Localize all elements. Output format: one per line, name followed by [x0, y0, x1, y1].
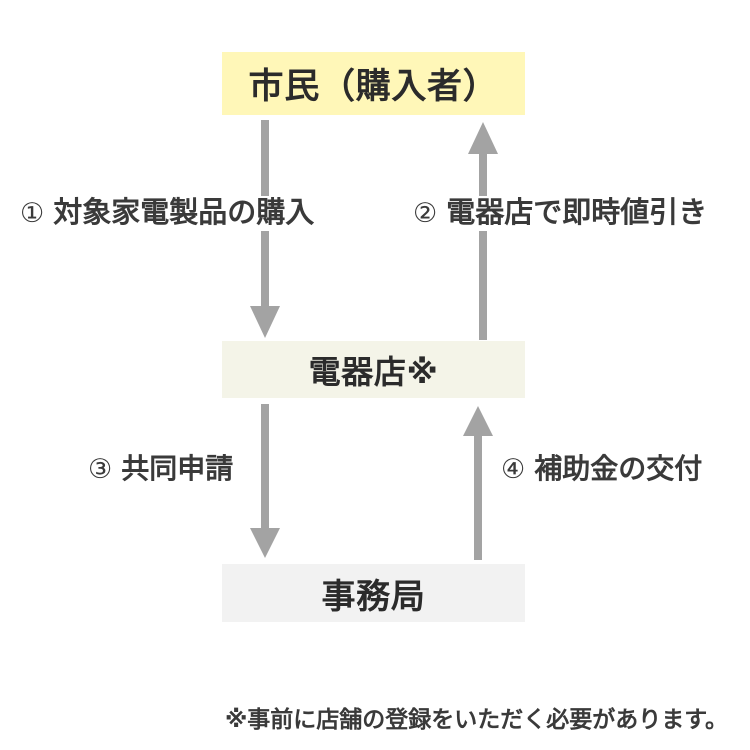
- node-office: 事務局: [222, 564, 525, 622]
- arrow-label-instant-discount: ② 電器店で即時値引き: [411, 196, 710, 231]
- arrow-label-purchase-number: ①: [20, 198, 45, 229]
- arrow-up-subsidy-grant: [462, 404, 494, 560]
- arrow-label-purchase-text: 対象家電製品の購入: [53, 197, 315, 229]
- node-office-label: 事務局: [321, 577, 426, 616]
- arrow-down-joint-application: [249, 404, 281, 560]
- arrow-label-subsidy-grant: ④ 補助金の交付: [499, 452, 705, 486]
- arrow-label-joint-application-text: 共同申請: [121, 453, 234, 484]
- arrow-label-joint-application: ③ 共同申請: [86, 452, 236, 486]
- arrow-label-joint-application-number: ③: [88, 454, 113, 485]
- arrow-label-subsidy-grant-number: ④: [501, 454, 526, 485]
- node-shop: 電器店※: [222, 341, 525, 398]
- arrow-label-instant-discount-number: ②: [413, 198, 438, 229]
- arrow-label-instant-discount-text: 電器店で即時値引き: [446, 197, 708, 229]
- footnote-store-registration: ※事前に店舗の登録をいただく必要があります。: [224, 706, 728, 732]
- arrow-label-subsidy-grant-text: 補助金の交付: [534, 453, 703, 484]
- node-shop-label: 電器店※: [308, 353, 439, 390]
- node-citizen-label: 市民（購入者）: [248, 67, 499, 106]
- arrow-up-instant-discount: [467, 120, 499, 340]
- node-citizen: 市民（購入者）: [222, 52, 525, 115]
- arrow-label-purchase: ① 対象家電製品の購入: [18, 196, 317, 231]
